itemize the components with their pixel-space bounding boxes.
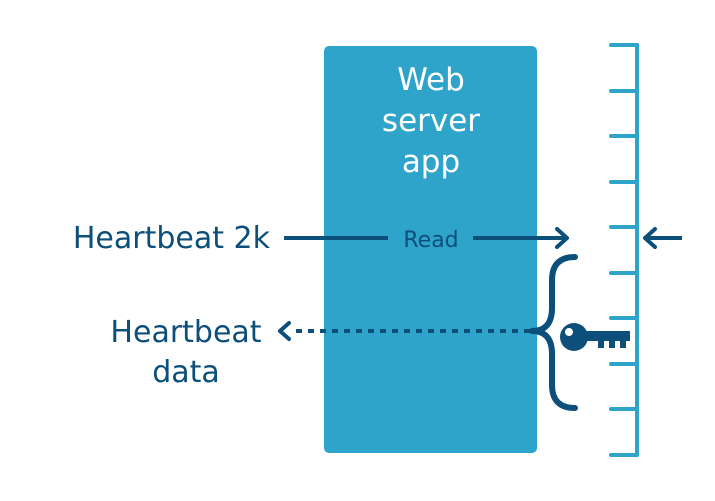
memory-ruler-icon	[609, 43, 639, 457]
app-title-line-3: app	[402, 144, 460, 180]
app-title-line-1: Web	[397, 62, 465, 98]
heartbeat-data-label-line-2: data	[152, 355, 220, 390]
heartbeat-data-arrow	[278, 321, 530, 341]
web-server-app-box	[324, 46, 537, 453]
curly-brace-icon	[529, 254, 578, 411]
app-title-line-2: server	[382, 103, 480, 139]
read-label: Read	[403, 228, 458, 253]
key-icon	[560, 323, 630, 351]
incoming-arrow	[643, 227, 682, 249]
heartbeat-data-label-line-1: Heartbeat	[110, 315, 261, 350]
read-arrow	[284, 227, 569, 249]
heartbeat-2k-label: Heartbeat 2k	[73, 221, 271, 256]
